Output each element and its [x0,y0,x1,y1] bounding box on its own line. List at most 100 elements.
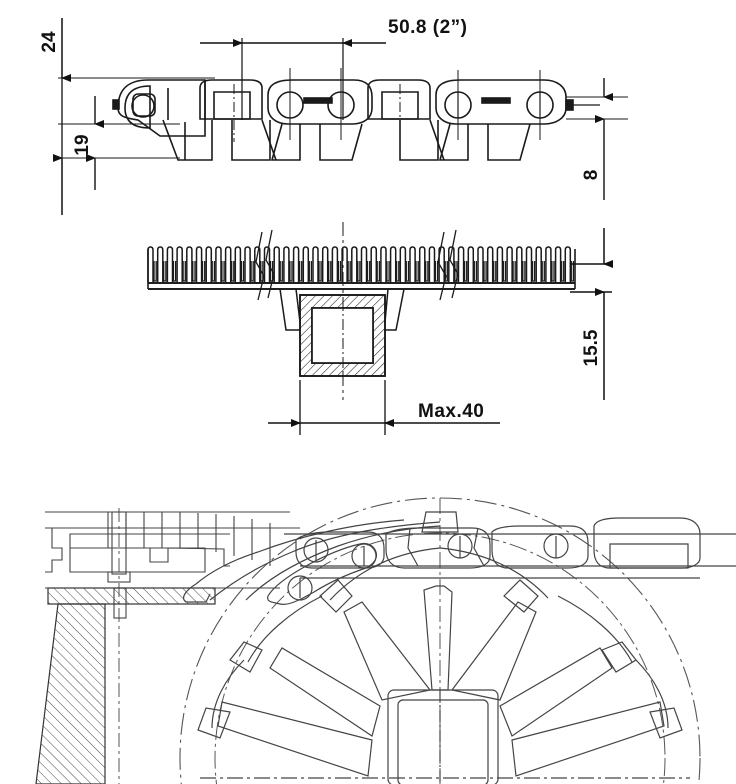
comb-slot [201,261,206,282]
sprocket-pitch-circle [179,497,701,784]
comb-slot [357,261,361,282]
comb-tooth [564,246,572,283]
sprocket-spoke-6 [217,701,373,777]
chain-link-1-leg-a [162,119,213,161]
chain-link-2-pocket [213,91,251,120]
comb-tooth [166,246,174,283]
dimension-shaft-max: Max.40 [268,380,500,435]
chain-link-3-leg-left [270,123,301,161]
sprocket-rim-arc-top [329,547,549,601]
comb-tooth [205,246,213,283]
comb-tooth [409,246,416,283]
comb-slot [172,261,177,282]
frame-bracket-riser [69,533,230,548]
comb-tooth [516,246,523,283]
comb-tooth [244,246,251,283]
dimension-pitch: 50.8 (2”) [200,17,467,120]
comb-tooth [224,246,232,283]
comb-tooth [254,246,261,283]
comb-tooth [195,246,203,283]
sprocket-tooth-ne [503,579,539,613]
chain-link-4-pocket [381,91,419,120]
sprocket-tooth-nw [319,579,353,613]
comb-slot [386,261,390,282]
chain-link-5-slot-marker [481,97,511,104]
comb-tooth [321,246,329,283]
chain-over-sprocket [183,517,736,605]
comb-slot [308,261,313,282]
comb-tooth [292,246,300,283]
comb-tooth [351,246,358,283]
break-line-right-b [449,229,459,299]
comb-tooth [341,246,348,283]
chain-link-3-leg-right [319,123,363,161]
comb-slot [473,261,478,282]
sprocket-rim-arc-se [635,659,669,729]
chain-wrap-inner [209,521,441,601]
support-column [35,603,106,784]
sprocket-view [35,497,736,784]
front-view: Max.40 15.5 [147,222,613,435]
dim-label-155: 15.5 [581,329,602,366]
comb-tooth [428,246,436,283]
comb-slot [163,261,167,282]
comb-tooth [554,246,562,283]
chain-link-2-top [199,79,263,120]
comb-slot [376,261,381,282]
dim-label-19: 19 [72,134,93,155]
chain-link-1-pin-hole [131,94,155,118]
comb-tooth [438,246,445,283]
chain-side-profile [112,79,600,161]
shaft-block-section [299,294,386,377]
comb-tooth [535,246,542,283]
comb-tooth [312,246,319,283]
sprocket-rim-arc-wl [247,595,323,663]
chain-link-3-body [267,79,373,125]
side-view: 24 19 8 50.8 (2”) [39,17,628,215]
comb-tooth [147,246,154,283]
shaft-block-bore [311,307,374,364]
side-view-witness-lines [58,77,628,159]
comb-tooth [370,246,378,283]
comb-tooth [457,246,465,283]
comb-slot [318,261,322,282]
dim-label-24: 24 [39,31,60,53]
chain-link-4-top [367,79,431,120]
comb-tooth [477,246,484,283]
comb-tooth [331,246,339,283]
chain-link-3-slot-marker [303,97,333,104]
shaft-block-outer [299,294,386,377]
comb-tooth [399,246,407,283]
comb-slot [405,261,410,282]
comb-slot [560,261,565,282]
sprocket-spoke-5 [511,701,665,777]
comb-tooth [156,246,164,283]
comb-teeth [147,246,576,290]
dim-label-max40: Max.40 [418,401,484,422]
comb-tooth [448,246,455,283]
comb-slot [444,261,448,282]
comb-slot [153,261,157,282]
chain-module-wrap-1-pin [287,575,313,601]
frame-left-profile [45,527,63,573]
break-line-left-a [255,231,265,301]
chain-link-1-body [117,79,206,137]
comb-slot [512,261,516,282]
comb-slot [328,261,332,282]
comb-slot [395,261,400,282]
chain-link-5-tab [565,99,574,111]
comb-slot [337,261,342,282]
break-line-left-b [265,229,275,299]
comb-tooth [418,246,426,283]
sprocket-spoke-3 [499,647,613,737]
comb-slot [231,261,235,282]
comb-tooth [545,246,552,283]
dimension-overall-height: 24 [39,18,71,215]
comb-slot [483,261,487,282]
comb-slot [531,261,536,282]
sprocket-hub-inner [397,699,489,784]
comb-slot [240,261,245,282]
comb-slot [463,261,468,282]
